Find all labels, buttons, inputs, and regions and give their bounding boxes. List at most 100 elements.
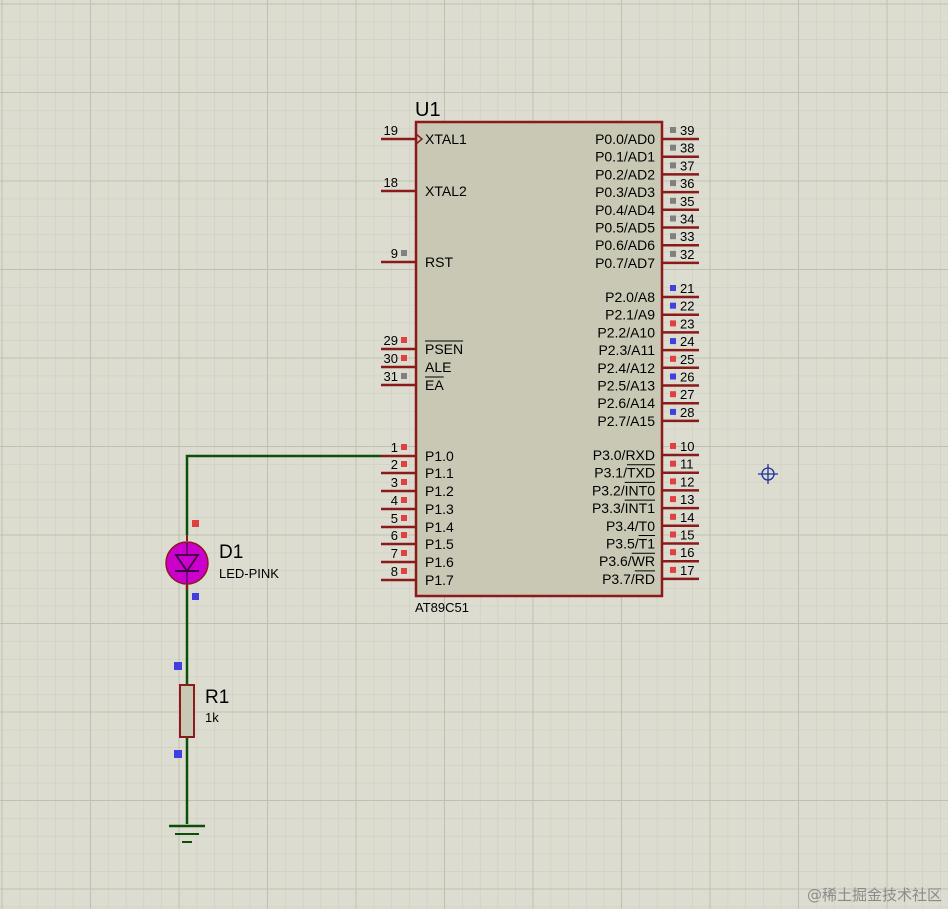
chip-pin-6[interactable]: 6P1.5 (381, 528, 454, 552)
pin-state-marker (670, 355, 676, 362)
pin-name: P1.4 (425, 519, 454, 535)
chip-pin-5[interactable]: 5P1.4 (381, 511, 454, 535)
wire-p10-to-led[interactable] (185, 454, 381, 535)
chip-pin-1[interactable]: 1P1.0 (381, 440, 454, 464)
pin-state-marker (670, 180, 676, 187)
pin-number: 35 (680, 194, 694, 209)
led-diode-icon (165, 541, 209, 585)
clock-marker-icon (415, 133, 424, 145)
pin-name: P2.0/A8 (605, 289, 655, 305)
chip-pin-7[interactable]: 7P1.6 (381, 546, 454, 570)
pin-state-marker (670, 496, 676, 503)
led-ref-label[interactable]: D1 (219, 542, 243, 563)
chip-part-label[interactable]: AT89C51 (415, 600, 469, 615)
pin-name: P2.4/A12 (597, 360, 655, 376)
led-pin-marker-top (192, 520, 199, 527)
led-value-label[interactable]: LED-PINK (219, 566, 279, 581)
chip-pin-4[interactable]: 4P1.3 (381, 493, 454, 517)
pin-number: 1 (391, 440, 398, 455)
pin-name: P2.7/A15 (597, 413, 655, 429)
pin-name: PSEN (425, 341, 463, 357)
left-pins: 19XTAL118XTAL29RST29PSEN30ALE31EA1P1.02P… (381, 123, 467, 588)
pin-number: 32 (680, 247, 694, 262)
pin-number: 39 (680, 123, 694, 138)
pin-state-marker (670, 408, 676, 415)
microcontroller-chip[interactable]: U1 AT89C51 19XTAL118XTAL29RST29PSEN30ALE… (381, 99, 699, 615)
resistor-value-label[interactable]: 1k (205, 710, 219, 725)
resistor-ref-label[interactable]: R1 (205, 687, 229, 708)
pin-number: 8 (391, 564, 398, 579)
pin-state-marker (670, 144, 676, 151)
chip-pin-3[interactable]: 3P1.2 (381, 475, 454, 499)
pin-name: P2.5/A13 (597, 378, 655, 394)
pin-number: 19 (384, 123, 398, 138)
pin-name: XTAL1 (425, 131, 467, 147)
pin-number: 25 (680, 352, 694, 367)
pin-state-marker (401, 337, 407, 343)
pin-number: 18 (384, 175, 398, 190)
pin-number: 23 (680, 316, 694, 331)
pin-state-marker (670, 215, 676, 222)
ground-symbol-icon[interactable] (169, 824, 205, 843)
pin-number: 37 (680, 158, 694, 173)
pin-name: P1.7 (425, 572, 454, 588)
pin-number: 29 (384, 333, 398, 348)
pin-state-marker (401, 373, 407, 379)
chip-body[interactable] (414, 120, 664, 598)
chip-ref-label[interactable]: U1 (415, 99, 441, 121)
crosshair-probe-icon[interactable] (758, 464, 778, 484)
pin-name: P0.1/AD1 (595, 149, 655, 165)
pin-state-marker (670, 338, 676, 345)
pin-state-marker (670, 162, 676, 169)
pin-state-marker (670, 513, 676, 520)
chip-pin-2[interactable]: 2P1.1 (381, 457, 454, 481)
pin-state-marker (670, 302, 676, 309)
pin-name: P1.0 (425, 448, 454, 464)
resistor-component[interactable]: R1 1k (174, 662, 229, 758)
pin-state-marker (670, 566, 676, 573)
pin-number: 2 (391, 457, 398, 472)
led-component[interactable]: D1 LED-PINK (165, 520, 279, 600)
pin-number: 6 (391, 528, 398, 543)
chip-pin-8[interactable]: 8P1.7 (381, 564, 454, 588)
pin-number: 9 (391, 246, 398, 261)
pin-name: P2.2/A10 (597, 324, 655, 340)
resistor-pin-marker-bottom (174, 750, 182, 758)
pin-name: P3.5/T1 (606, 536, 655, 552)
pin-state-marker (401, 479, 407, 485)
pin-state-marker (401, 355, 407, 361)
pin-number: 26 (680, 370, 694, 385)
pin-name: P2.1/A9 (605, 307, 655, 323)
